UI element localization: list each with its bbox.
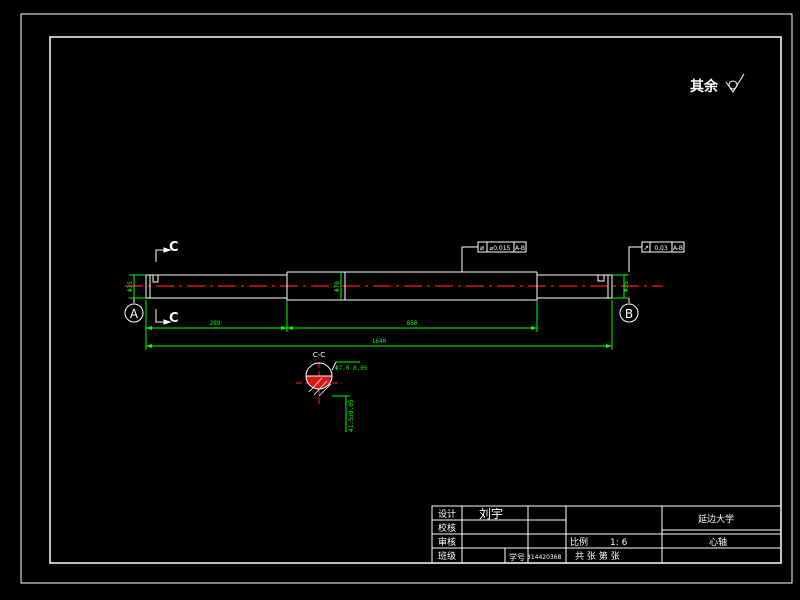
datum-a-circle [124, 303, 144, 323]
drawing-frame [49, 36, 782, 564]
student-id: 314420368 [527, 554, 562, 561]
svg-text:A-B: A-B [673, 245, 683, 252]
svg-text:0.03: 0.03 [654, 245, 668, 252]
title-row-label-3: 审核 [438, 536, 456, 548]
left-diameter-label: Φ35 [127, 281, 134, 292]
section-marker-top [155, 247, 172, 262]
svg-text:⌀: ⌀ [480, 244, 484, 252]
length-dimensions [145, 300, 613, 350]
length-2-label: 850 [407, 320, 418, 327]
scale-label: 比例 [570, 536, 588, 548]
length-1-label: 289 [210, 320, 221, 327]
middle-diameter-label: Φ70 [334, 281, 341, 292]
datum-b-label: B [625, 307, 633, 321]
section-width-label: Φ7.0 0.05 [335, 365, 368, 372]
dimension-arrows [146, 326, 612, 348]
svg-text:A-B: A-B [515, 245, 525, 252]
student-id-label: 学号 [509, 552, 525, 562]
total-length-label: 1640 [372, 338, 387, 345]
surface-finish-note: 其余 [690, 78, 719, 95]
svg-text:↗: ↗ [643, 244, 649, 252]
section-view-label: C-C [313, 351, 325, 359]
title-block [431, 505, 782, 564]
sheet-border [20, 13, 793, 584]
sheet-count: 共 张 第 张 [575, 550, 620, 562]
section-marker-bottom [155, 309, 172, 325]
right-diameter-label: Φ35 [623, 281, 630, 292]
title-row-label-4: 班级 [438, 550, 456, 562]
section-view [296, 361, 360, 432]
school-name: 延边大学 [698, 513, 734, 525]
section-depth-label: 41.5±0.05 [348, 399, 355, 432]
datum-b-circle [619, 303, 639, 323]
roughness-symbol-icon [725, 73, 745, 93]
svg-text:⌀0.015: ⌀0.015 [490, 245, 511, 252]
tolerance-frame-2: ↗ 0.03 A-B [628, 241, 685, 272]
shaft-outline [145, 271, 613, 301]
part-name: 心轴 [709, 536, 727, 548]
section-label-bottom: C [169, 311, 179, 326]
tolerance-frame-1: ⌀ ⌀0.015 A-B [461, 241, 527, 272]
diameter-dimensions [129, 272, 629, 300]
section-label-top: C [169, 240, 179, 255]
title-row-label-1: 设计 [438, 508, 456, 520]
designer-name: 刘宇 [479, 507, 503, 521]
scale-value: 1: 6 [610, 538, 628, 548]
title-row-label-2: 校核 [438, 522, 456, 534]
datum-a-label: A [130, 307, 139, 321]
